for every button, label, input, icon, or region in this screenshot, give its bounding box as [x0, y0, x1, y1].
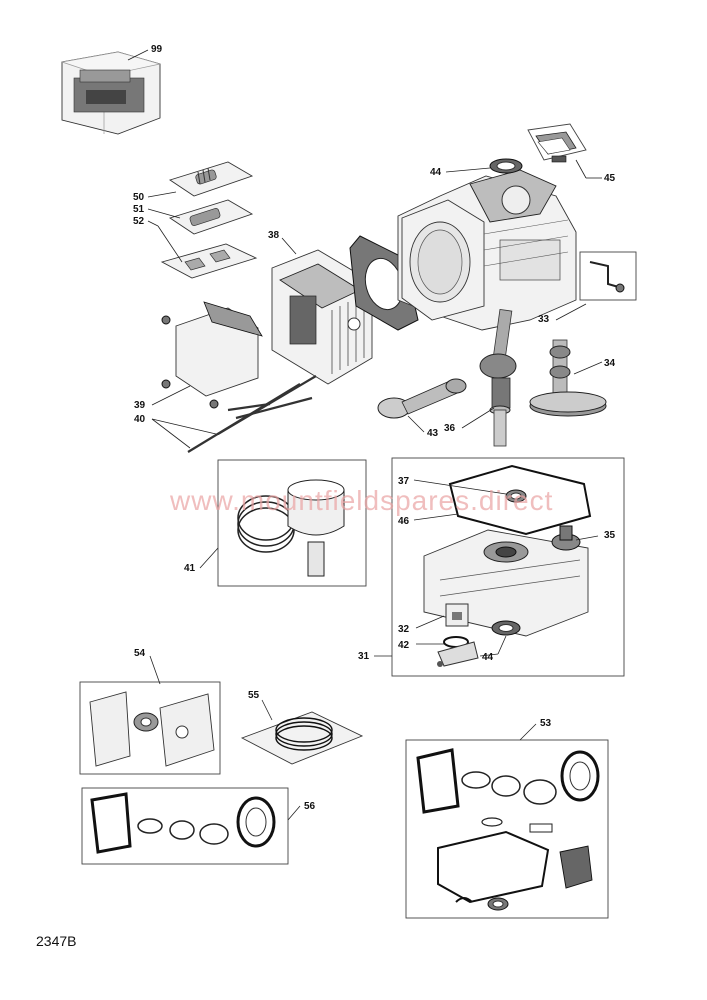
leader-46 — [413, 513, 459, 521]
callout-45: 45 — [604, 173, 616, 184]
leader-56 — [287, 805, 301, 821]
leader-39 — [151, 385, 191, 406]
leader-44a — [445, 167, 491, 173]
leader-50 — [147, 191, 177, 198]
part-55-piston-ring-set[interactable] — [240, 711, 364, 765]
part-52-valve-keepers-bag[interactable] — [160, 243, 258, 279]
leader-55 — [261, 699, 273, 721]
leader-52 — [157, 225, 183, 263]
part-56-box — [81, 787, 289, 865]
part-39-valve-cover[interactable] — [161, 301, 263, 409]
part-53-full-gasket-kit[interactable] — [416, 748, 600, 911]
part-33-governor-shaft[interactable] — [579, 251, 637, 301]
leader-36 — [461, 407, 495, 429]
callout-40: 40 — [134, 414, 146, 425]
callout-38: 38 — [268, 230, 280, 241]
callout-39: 39 — [134, 400, 146, 411]
callout-51: 51 — [133, 204, 145, 215]
part-42-o-ring-bolts[interactable] — [437, 636, 479, 667]
part-53-box — [405, 739, 609, 919]
callout-55: 55 — [248, 690, 260, 701]
callout-54: 54 — [134, 648, 146, 659]
part-41-piston-kit[interactable] — [237, 479, 345, 577]
part-40-push-rods[interactable] — [187, 375, 317, 453]
part-38-cylinder-head[interactable] — [271, 249, 373, 385]
callout-43: 43 — [427, 428, 439, 439]
callout-53: 53 — [540, 718, 552, 729]
leader-45 — [575, 159, 587, 179]
part-43-connecting-rod[interactable] — [377, 378, 467, 419]
part-51-valve-spring-bag[interactable] — [168, 199, 254, 235]
leader-34 — [573, 361, 603, 375]
callout-35: 35 — [604, 530, 616, 541]
callout-46: 46 — [398, 516, 410, 527]
callout-56: 56 — [304, 801, 316, 812]
part-54-heat-shield-kit[interactable] — [89, 691, 215, 767]
callout-36: 36 — [444, 423, 456, 434]
part-44-oil-seal-bottom[interactable] — [491, 620, 521, 636]
part-32-oil-dipstick-plug[interactable] — [445, 603, 469, 627]
leader-38 — [281, 237, 297, 255]
leader-51 — [147, 208, 181, 219]
part-36-crankshaft[interactable] — [479, 308, 517, 447]
watermark-text: www.mountfieldspares.direct — [169, 485, 553, 516]
leader-54 — [149, 655, 161, 685]
leader-99 — [127, 49, 149, 61]
leader-41 — [199, 547, 219, 569]
part-44-oil-seal-top[interactable] — [489, 158, 523, 174]
leader-37 — [413, 479, 507, 495]
callout-34: 34 — [604, 358, 616, 369]
part-99-engine-box[interactable] — [61, 51, 161, 135]
callout-44a: 44 — [430, 167, 442, 178]
engine-crankcase-block[interactable] — [397, 169, 577, 331]
callout-52: 52 — [133, 216, 145, 227]
part-56-gasket-set[interactable] — [90, 792, 276, 854]
callout-41: 41 — [184, 563, 196, 574]
part-35-governor-gear[interactable] — [551, 525, 581, 551]
part-37-bearing[interactable] — [505, 489, 527, 503]
part-50-valve-spring-bag[interactable] — [168, 161, 254, 197]
leader-44b — [497, 635, 507, 655]
callout-33: 33 — [538, 314, 550, 325]
leader-40 — [151, 418, 191, 449]
callout-44b: 44 — [482, 652, 494, 663]
callout-42: 42 — [398, 640, 410, 651]
leader-35 — [575, 535, 599, 541]
part-45-breather-kit[interactable] — [527, 123, 587, 163]
callout-31: 31 — [358, 651, 370, 662]
part-34-camshaft[interactable] — [529, 339, 607, 417]
callout-32: 32 — [398, 624, 410, 635]
diagram-code: 2347B — [36, 933, 76, 949]
leader-33 — [555, 303, 587, 321]
leader-43 — [407, 415, 425, 433]
leader-53 — [519, 723, 537, 741]
leader-32 — [415, 615, 445, 629]
callout-50: 50 — [133, 192, 145, 203]
callout-99: 99 — [151, 44, 163, 55]
part-46-sump-gasket[interactable] — [448, 464, 592, 536]
callout-37: 37 — [398, 476, 410, 487]
